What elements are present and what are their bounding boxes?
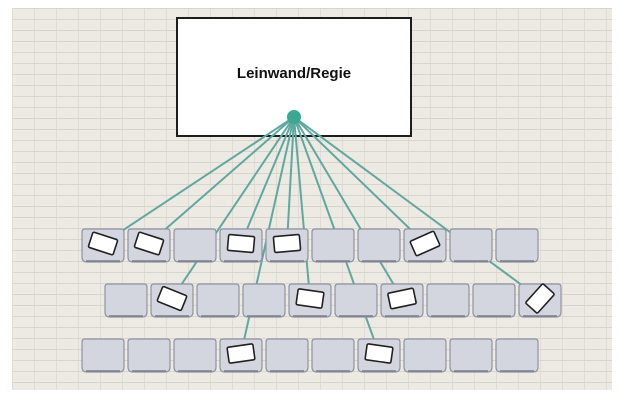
- device-row1-8: [409, 230, 441, 257]
- connection-line-row1-5: [286, 116, 295, 244]
- device-row1-5: [272, 233, 302, 254]
- seat-row1-10: [495, 228, 539, 263]
- connection-line-row2-10: [293, 116, 541, 300]
- device-row2-5: [295, 288, 325, 309]
- connection-line-row2-2: [171, 116, 295, 300]
- seat-row1-9: [449, 228, 493, 263]
- connection-line-row1-1: [102, 116, 295, 245]
- seat-row3-3: [173, 338, 217, 373]
- seat-row3-2: [127, 338, 171, 373]
- connection-line-row2-7: [293, 116, 403, 300]
- hub-node: [287, 110, 301, 124]
- seat-row1-6: [311, 228, 355, 263]
- seat-row2-1: [104, 283, 148, 318]
- devices: [87, 230, 555, 364]
- device-row2-10: [525, 283, 555, 314]
- seat-row3-9: [449, 338, 493, 373]
- device-row1-4: [226, 233, 256, 254]
- connection-line-row1-4: [240, 116, 295, 244]
- connection-line-row1-2: [148, 116, 295, 245]
- device-row3-4: [226, 343, 256, 364]
- seat-row3-5: [265, 338, 309, 373]
- device-row1-2: [133, 231, 165, 256]
- device-row1-1: [87, 231, 119, 256]
- seat-row3-10: [495, 338, 539, 373]
- seat-row1-7: [357, 228, 401, 263]
- seat-row3-6: [311, 338, 355, 373]
- connection-line-row1-8: [293, 116, 426, 245]
- seat-row3-1: [81, 338, 125, 373]
- seat-row1-3: [173, 228, 217, 263]
- seat-row2-9: [472, 283, 516, 318]
- seat-row2-8: [426, 283, 470, 318]
- seat-row2-4: [242, 283, 286, 318]
- device-row2-2: [156, 285, 188, 312]
- connection-line-row2-5: [293, 116, 311, 299]
- device-row3-7: [364, 343, 394, 364]
- seat-row2-3: [196, 283, 240, 318]
- device-row2-7: [387, 287, 417, 310]
- seat-row3-8: [403, 338, 447, 373]
- screen-label: Leinwand/Regie: [236, 64, 352, 82]
- seat-row2-6: [334, 283, 378, 318]
